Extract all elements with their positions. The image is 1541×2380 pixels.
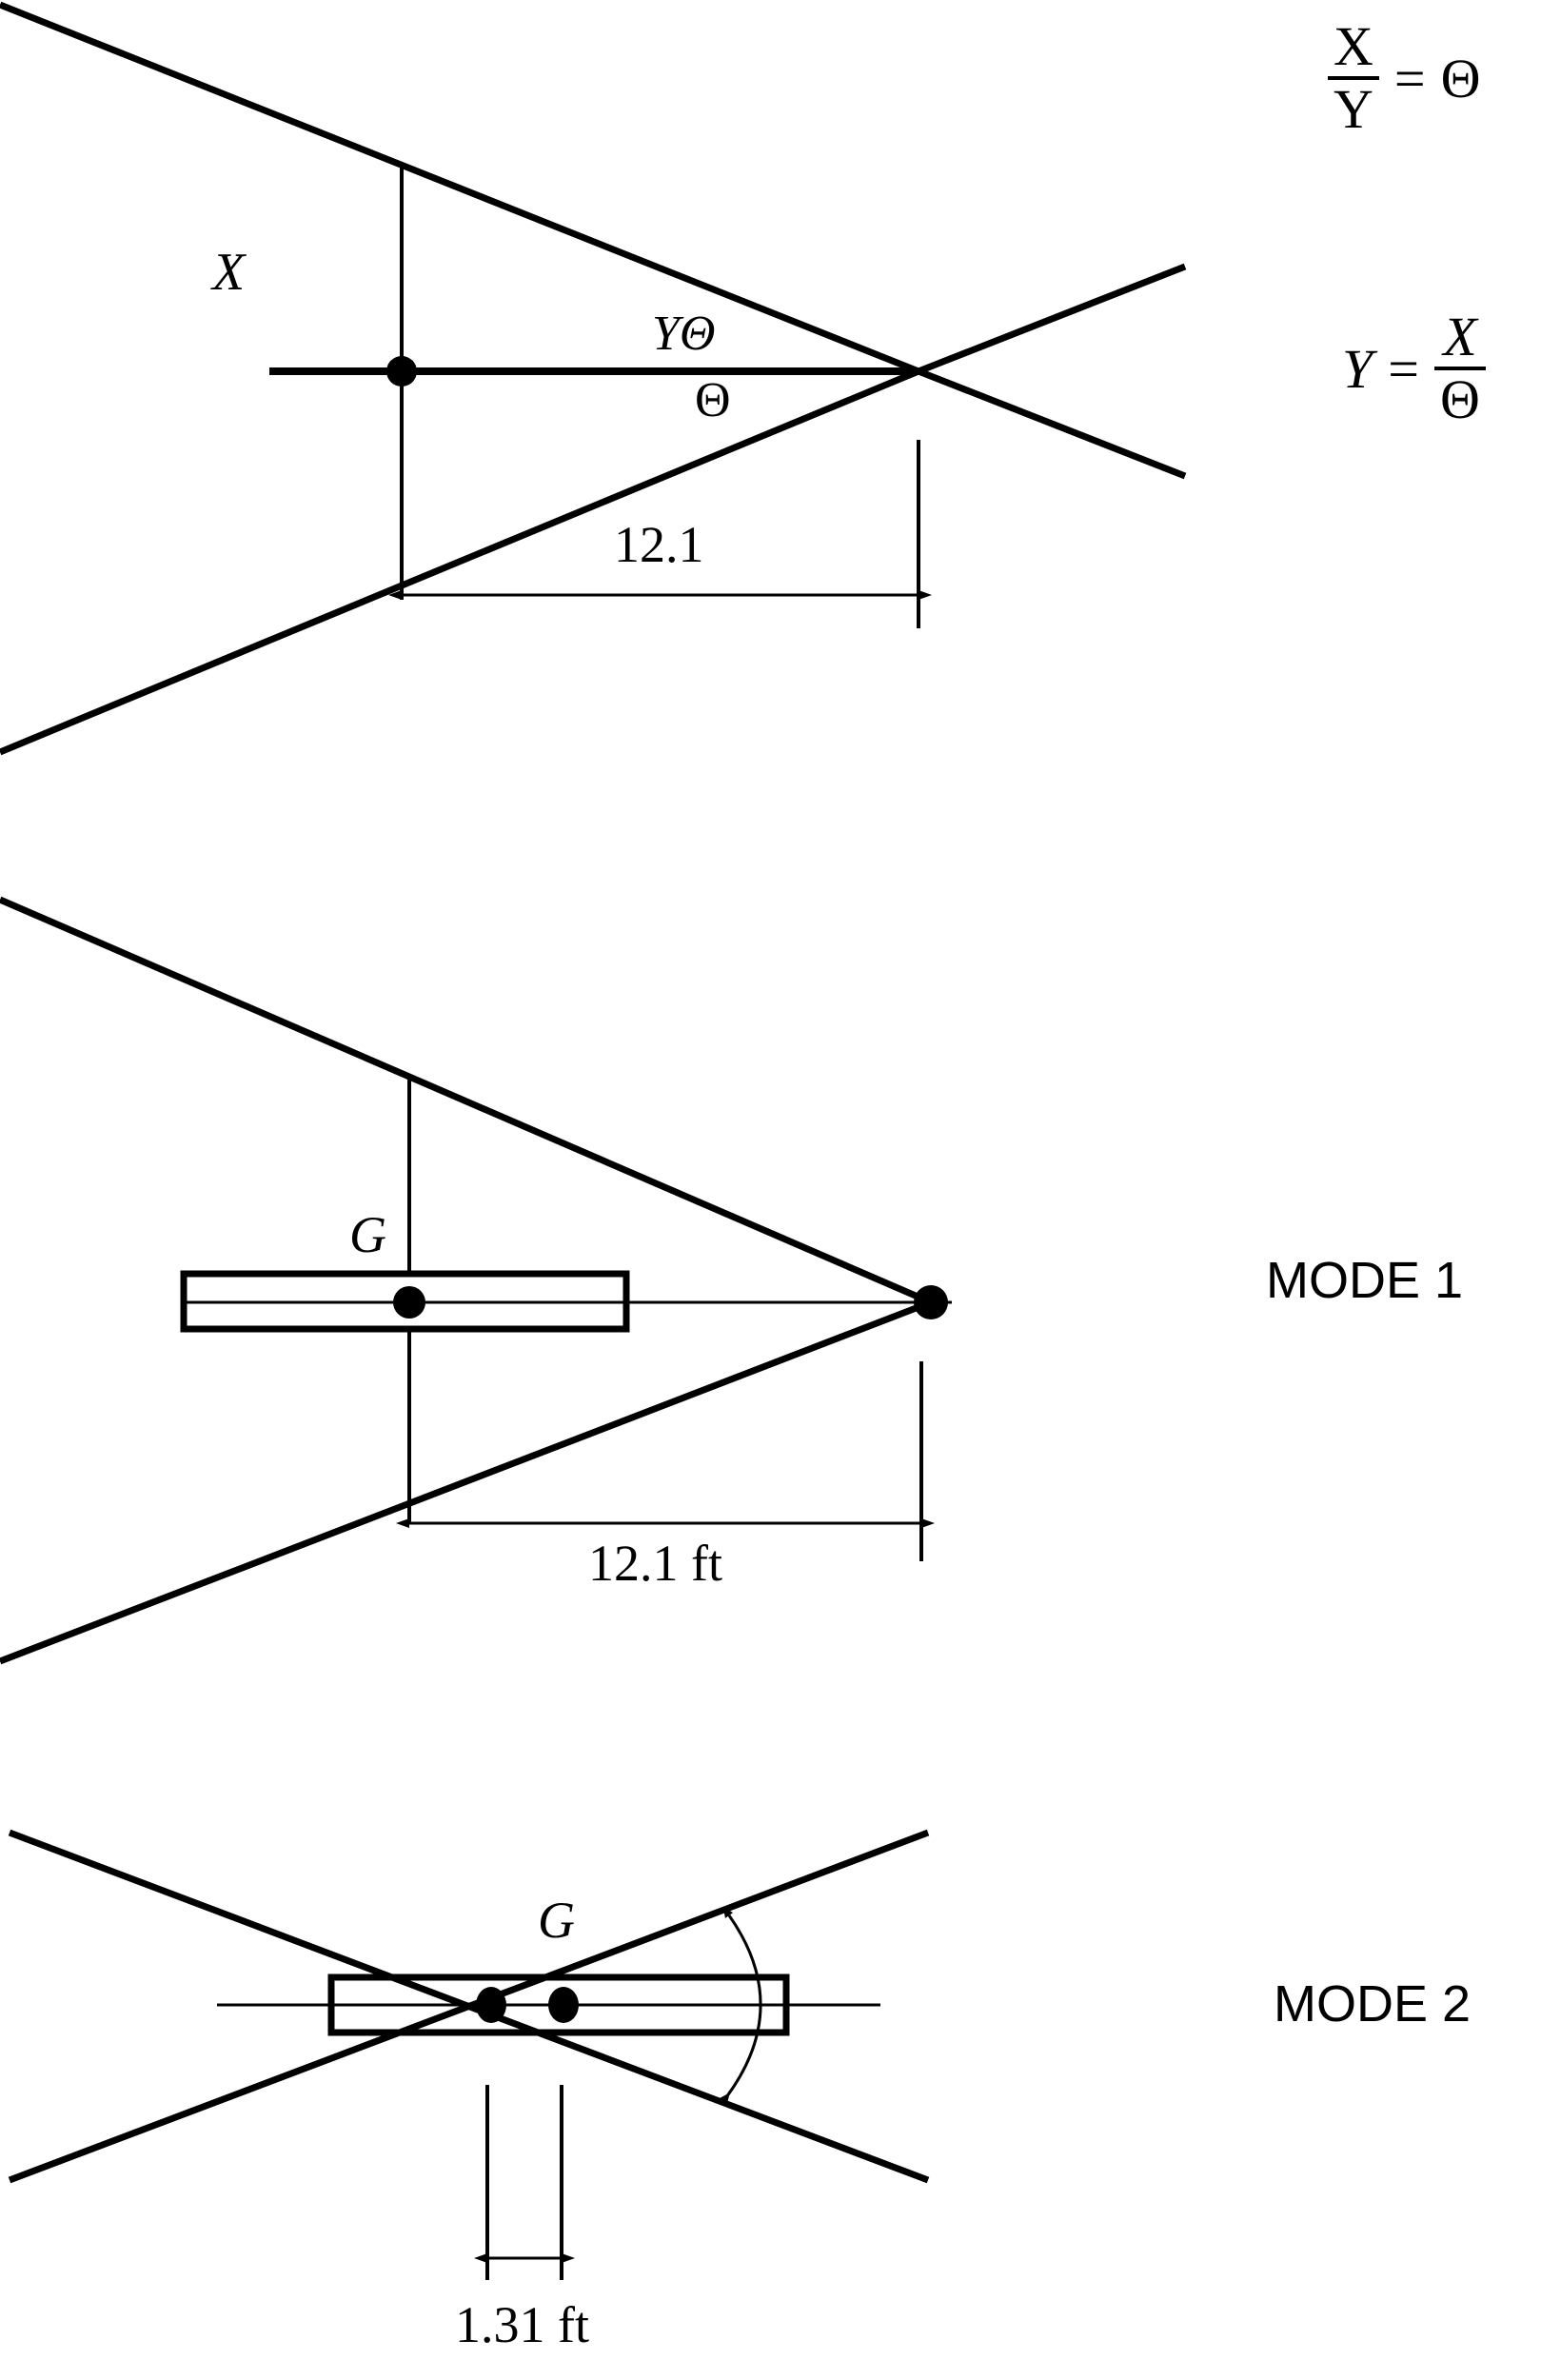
equation2-lhs-y: Y — [1342, 337, 1373, 400]
fraction2-bar — [1433, 367, 1486, 370]
label-dimension-12-1: 12.1 — [614, 516, 704, 573]
mode1-panel-geometry — [0, 896, 952, 1665]
label-x-offset: X — [212, 243, 246, 302]
label-mode-1: MODE 1 — [1266, 1252, 1464, 1309]
label-dimension-12-1-ft: 12.1 ft — [588, 1535, 722, 1592]
fraction2-numerator-x: X — [1443, 306, 1477, 367]
fraction-x-over-theta: X Θ — [1433, 306, 1486, 430]
equation-x-over-y: X Y = Θ — [1328, 19, 1481, 137]
top-node-dot — [386, 356, 417, 387]
fraction2-denominator-theta: Θ — [1439, 368, 1480, 430]
fraction-x-over-y: X Y — [1328, 19, 1379, 137]
fraction-denominator-y: Y — [1334, 78, 1373, 140]
mode2-cg-dot — [548, 1987, 579, 2023]
top-lower-ray — [0, 367, 920, 756]
mode2-crossing-dot — [476, 1987, 506, 2023]
top-panel-geometry — [0, 1, 1187, 756]
top-lower-ray-extension — [917, 367, 1187, 480]
equation-y-equals-x-over-theta: Y = X Θ — [1342, 309, 1486, 427]
top-upper-ray — [0, 1, 920, 375]
equals-sign-1: = — [1393, 47, 1426, 109]
fraction-numerator-x: X — [1334, 15, 1373, 77]
equals-sign-2: = — [1388, 337, 1419, 400]
label-theta-angle: Θ — [695, 373, 731, 427]
label-y-theta: YΘ — [652, 307, 716, 361]
mode1-vertex-dot — [914, 1285, 948, 1319]
mode2-rotation-arc-arrow — [720, 1907, 762, 2105]
label-cg-mode1: G — [349, 1206, 386, 1263]
mode1-cg-dot — [393, 1286, 425, 1319]
label-dimension-1-31-ft: 1.31 ft — [455, 2296, 589, 2353]
theta-result-1: Θ — [1440, 47, 1481, 109]
mode1-lower-ray — [0, 1299, 933, 1665]
mode2-panel-geometry — [8, 1829, 930, 2280]
mode1-upper-ray — [0, 896, 933, 1306]
top-upper-ray-extension — [917, 263, 1187, 375]
label-mode-2: MODE 2 — [1274, 1975, 1472, 2033]
label-cg-mode2: G — [538, 1892, 575, 1949]
fraction-bar — [1328, 76, 1379, 80]
